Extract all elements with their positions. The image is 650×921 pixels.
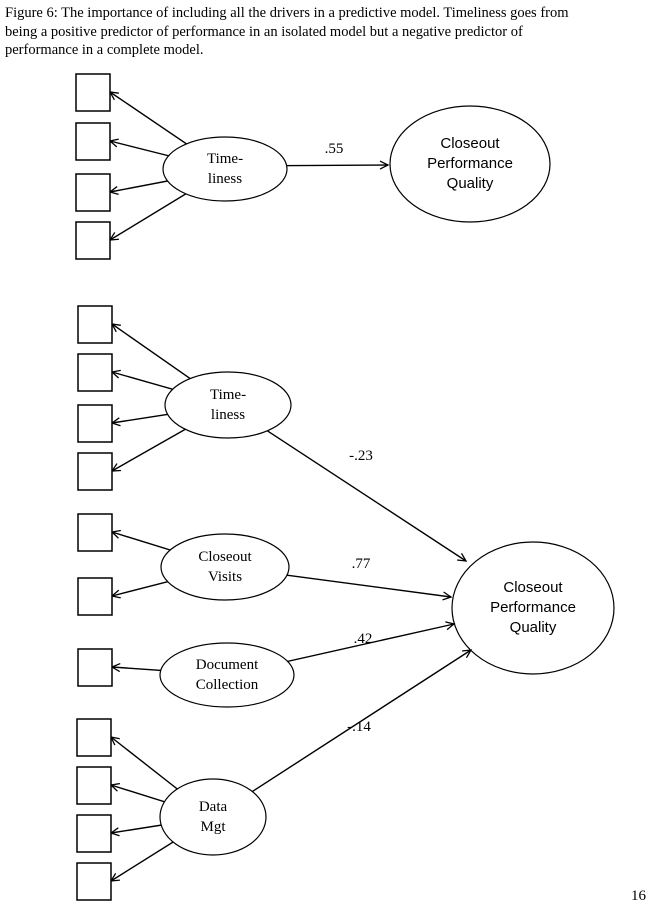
path-coefficient-document-collection: .42 — [353, 631, 373, 647]
indicator-square — [75, 122, 111, 161]
indicator-square — [77, 353, 113, 392]
path-coefficient-closeout-visits: .77 — [351, 556, 371, 572]
indicator-square — [77, 404, 113, 443]
indicator-square — [77, 648, 113, 687]
path-coefficient-top-timeliness: .55 — [324, 141, 344, 157]
structural-arrow-data-mgt — [212, 649, 473, 818]
latent-label-document-collection: Document Collection — [195, 657, 259, 693]
indicator-square — [75, 173, 111, 212]
latent-label-closeout-visits: Closeout Visits — [198, 549, 252, 585]
indicator-square — [76, 814, 112, 853]
indicator-square — [75, 221, 111, 260]
figure-caption-line: Figure 6: The importance of including al… — [5, 5, 569, 21]
latent-label-timeliness-bottom: Time- liness — [209, 387, 247, 423]
path-coefficient-timeliness: -.23 — [349, 448, 373, 464]
outcome-label-bottom: Closeout Performance Quality — [490, 579, 576, 636]
latent-ellipse-timeliness-top — [162, 136, 288, 202]
page-number: 16 — [631, 888, 646, 904]
latent-ellipse-document-collection — [159, 642, 295, 708]
latent-ellipse-closeout-visits — [160, 533, 290, 601]
indicator-square — [77, 577, 113, 616]
outcome-label-top: Closeout Performance Quality — [427, 135, 513, 192]
latent-label-data-mgt: Data Mgt — [198, 799, 228, 835]
indicator-squares — [75, 73, 113, 901]
indicator-square — [76, 718, 112, 757]
indicator-square — [76, 766, 112, 805]
indicator-square — [77, 452, 113, 491]
figure-caption: Figure 6: The importance of including al… — [5, 4, 647, 60]
latent-label-timeliness-top: Time- liness — [206, 151, 244, 187]
figure-caption-line: performance in a complete model. — [5, 42, 204, 58]
path-coefficient-data-mgt: -.14 — [347, 719, 371, 735]
indicator-square — [76, 862, 112, 901]
indicator-square — [77, 513, 113, 552]
outcome-ellipse-bottom — [451, 541, 615, 675]
latent-ellipse-timeliness-bottom — [164, 371, 292, 439]
outcome-ellipse-top — [389, 105, 551, 223]
indicator-square — [75, 73, 111, 112]
indicator-square — [77, 305, 113, 344]
latent-ellipse-data-mgt — [159, 778, 267, 856]
figure-caption-line: being a positive predictor of performanc… — [5, 23, 523, 40]
